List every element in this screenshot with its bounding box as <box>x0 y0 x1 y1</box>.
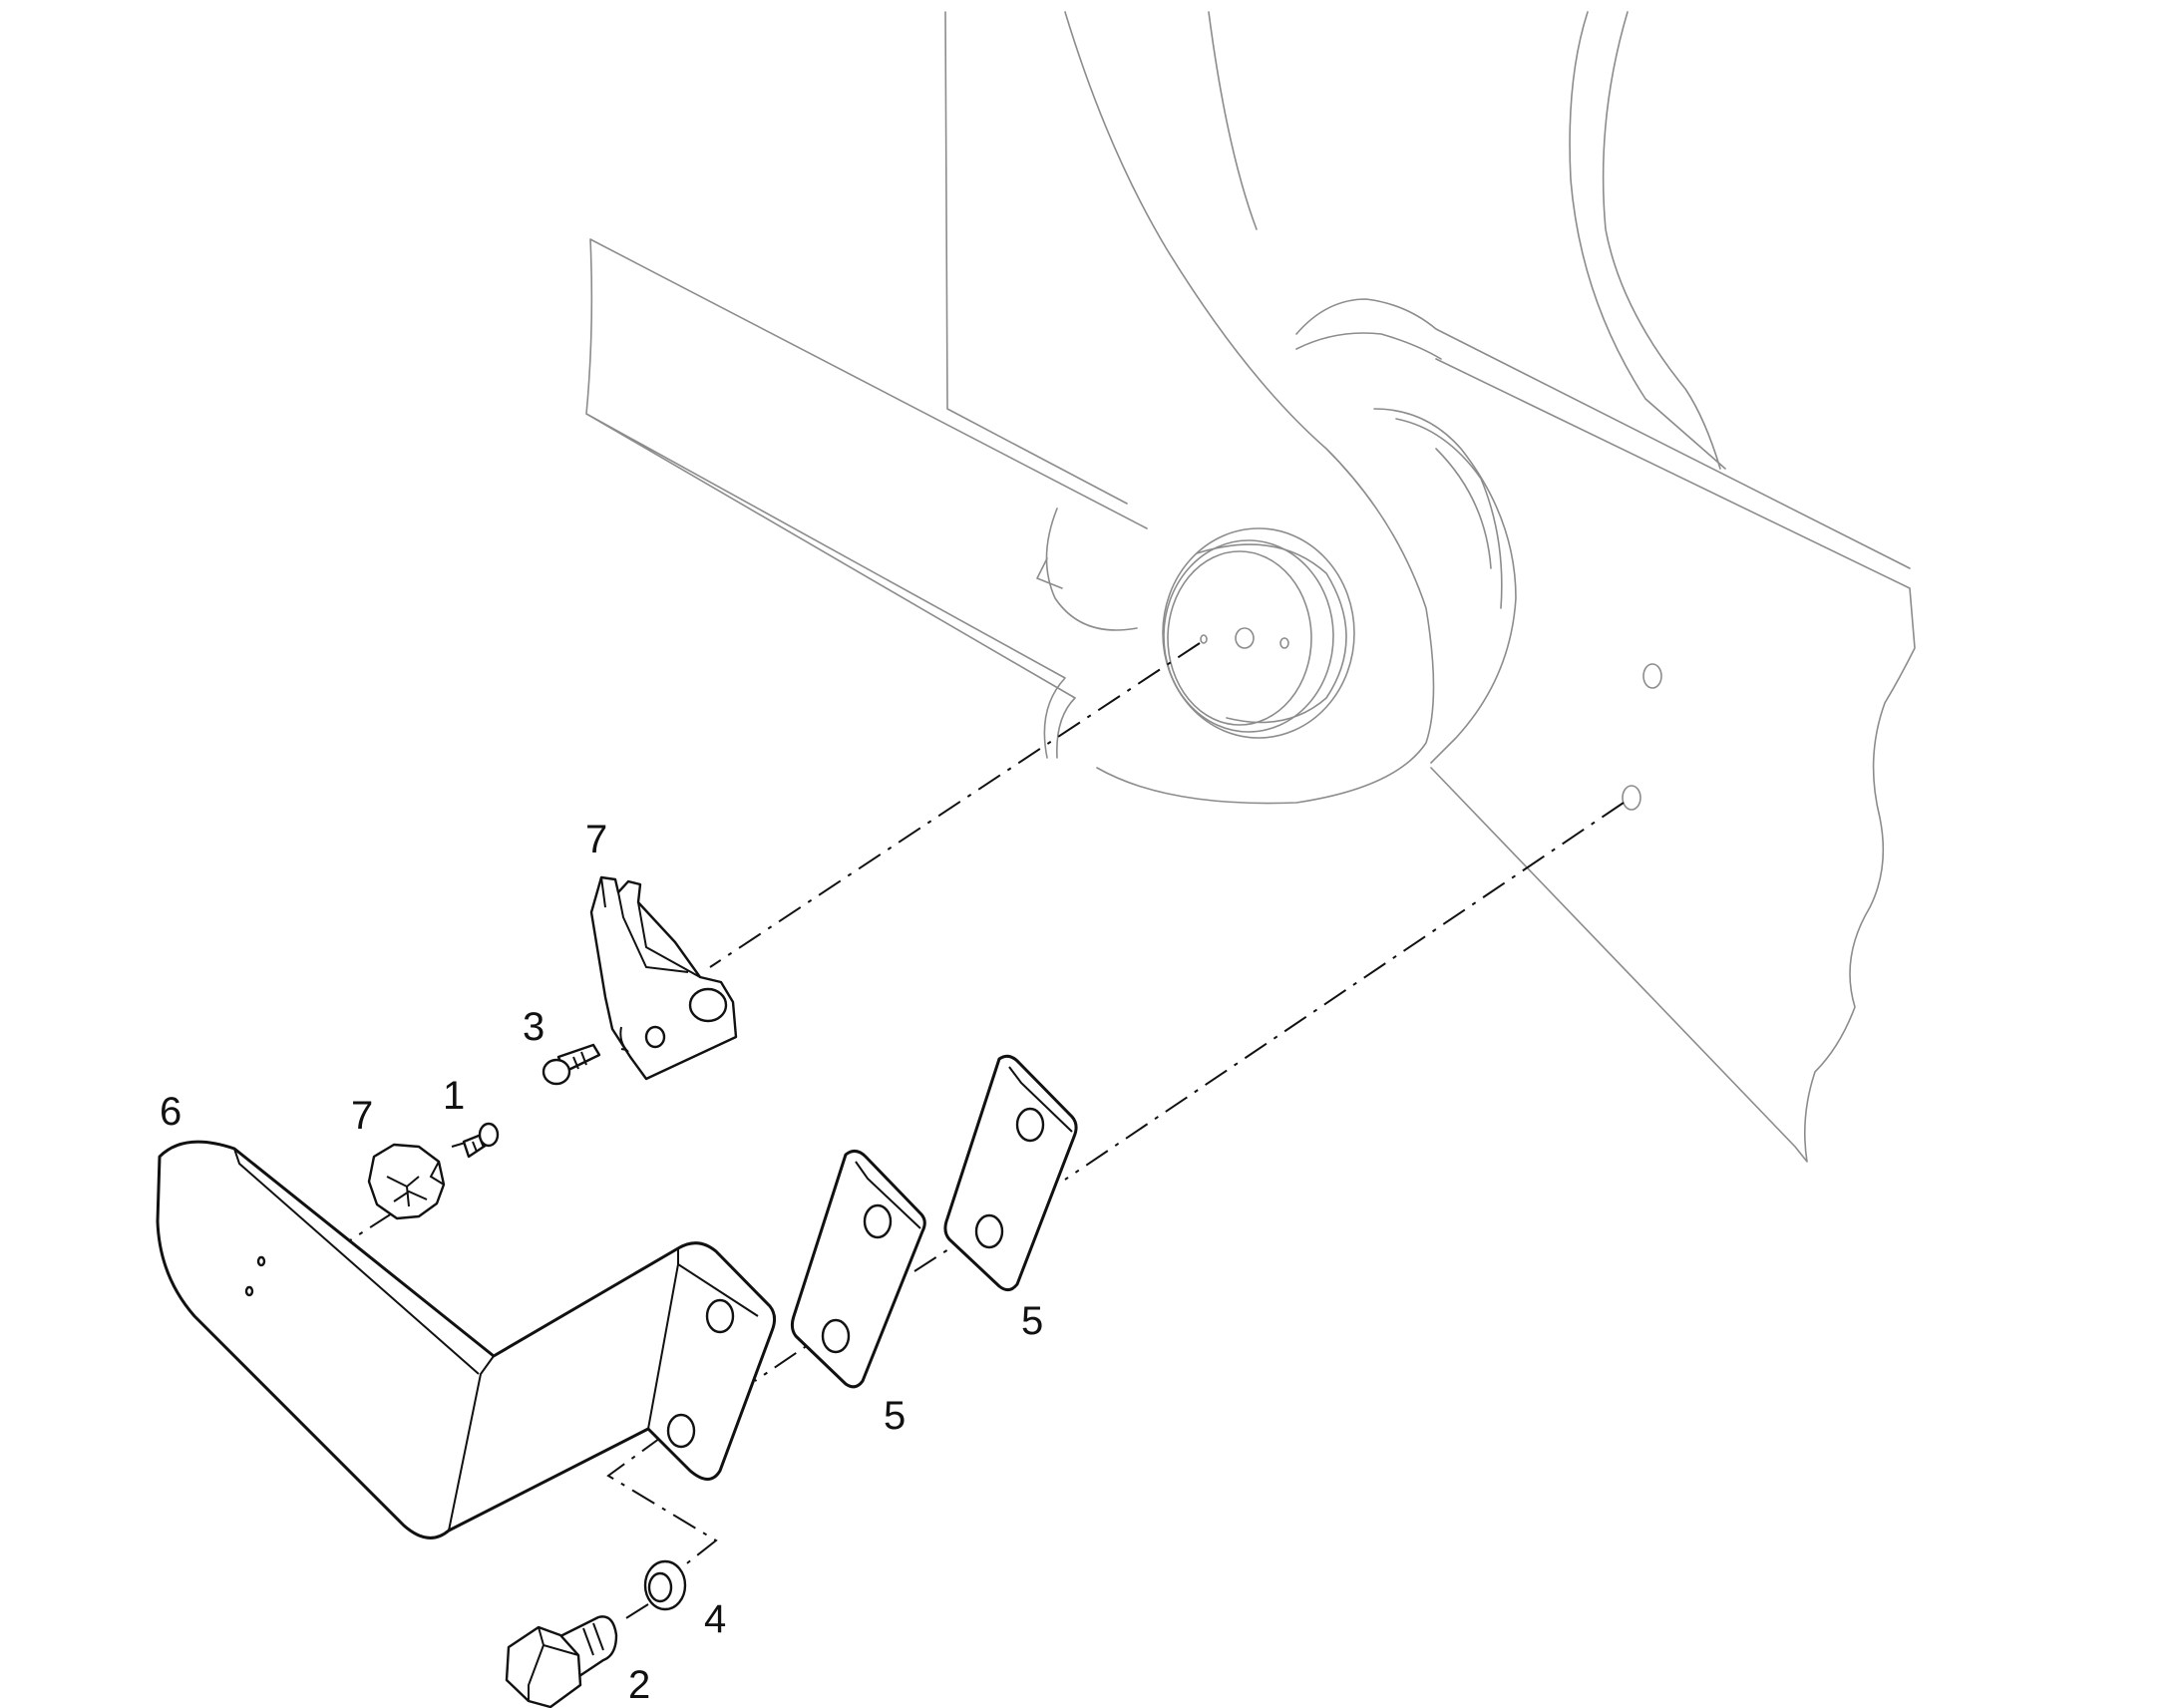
part-3-screw <box>542 1043 601 1086</box>
part-5-shim-rear <box>943 1054 1078 1291</box>
part-7-knob-nut <box>367 1143 446 1220</box>
part-5-shim-front <box>790 1150 926 1389</box>
callout-7-bracket-block: 7 <box>585 818 607 861</box>
part-2-hex-bolt <box>505 1615 618 1708</box>
callout-5-shim-front: 5 <box>884 1394 906 1438</box>
callout-4-washer: 4 <box>704 1597 726 1641</box>
callout-6-bent-plate: 6 <box>160 1090 182 1134</box>
callout-5-shim-rear: 5 <box>1021 1299 1043 1343</box>
callout-2-hex-bolt: 2 <box>628 1663 650 1707</box>
callout-1-screw: 1 <box>443 1074 465 1118</box>
machine-frame-ghost <box>585 11 1916 1163</box>
part-4-washer <box>643 1559 687 1611</box>
callout-7-knob-nut: 7 <box>351 1094 373 1138</box>
part-6-bent-plate <box>156 1140 777 1539</box>
part-1-screw <box>462 1122 500 1159</box>
callout-labels: 7 3 6 7 1 5 5 4 2 <box>160 818 1043 1707</box>
callout-3-screw: 3 <box>523 1005 545 1049</box>
part-7-bracket-block <box>589 875 738 1081</box>
